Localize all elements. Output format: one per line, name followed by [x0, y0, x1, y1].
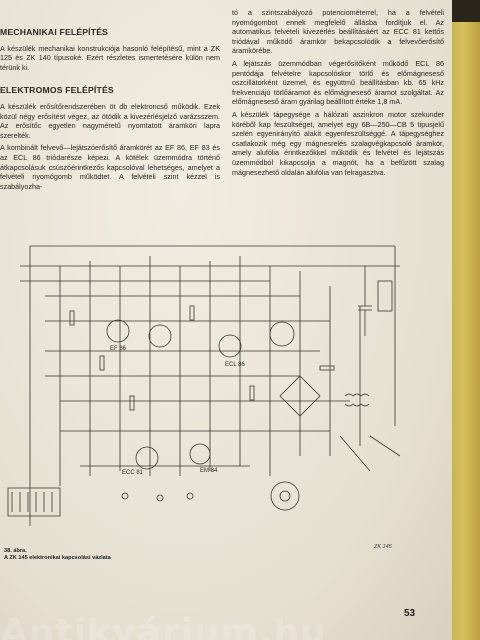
paragraph: A készülék mechanikai konstrukciója haso… [0, 43, 220, 72]
figure-number: 38. ábra. [4, 548, 27, 554]
section-heading-electrical: ELEKTROMOS FELÉPÍTÉS [0, 85, 114, 96]
paragraph: A készülék tápegysége a hálózati aszinkr… [232, 109, 444, 177]
circuit-schematic: ECC 81 EF 86 ECL 86 EM 84 [7, 245, 401, 526]
schematic-label: ECL 86 [225, 362, 245, 368]
schematic-label: ECC 81 [122, 470, 144, 476]
right-text-column: tó a szintszabályozó potenciométerrel, h… [232, 8, 444, 180]
book-edge [452, 0, 480, 640]
schematic-label: EF 86 [110, 346, 127, 352]
schematic-signature: ZK 145 [374, 544, 392, 550]
paragraph: A készülék erősítőrendszerében öt db ele… [0, 101, 220, 140]
left-text-column: MECHANIKAI FELÉPÍTÉS A készülék mechanik… [0, 8, 220, 194]
schematic-label: EM 84 [200, 468, 218, 474]
section-heading-mechanical: MECHANIKAI FELÉPÍTÉS [0, 27, 109, 37]
paragraph: A lejátszás üzemmódban végerősítőként mű… [232, 58, 444, 107]
paragraph: A kombinált felvevő—lejátszóerősítő áram… [0, 143, 220, 191]
figure-caption: 38. ábra. A ZK 145 elektronikai kapcsolá… [4, 548, 111, 562]
watermark: Antikvárium.hu [0, 612, 327, 640]
book-page: MECHANIKAI FELÉPÍTÉS A készülék mechanik… [0, 0, 452, 640]
page-number: 53 [404, 608, 416, 619]
paragraph: tó a szintszabályozó potenciométerrel, h… [232, 8, 444, 56]
figure-title: A ZK 145 elektronikai kapcsolási vázlata [4, 555, 111, 561]
